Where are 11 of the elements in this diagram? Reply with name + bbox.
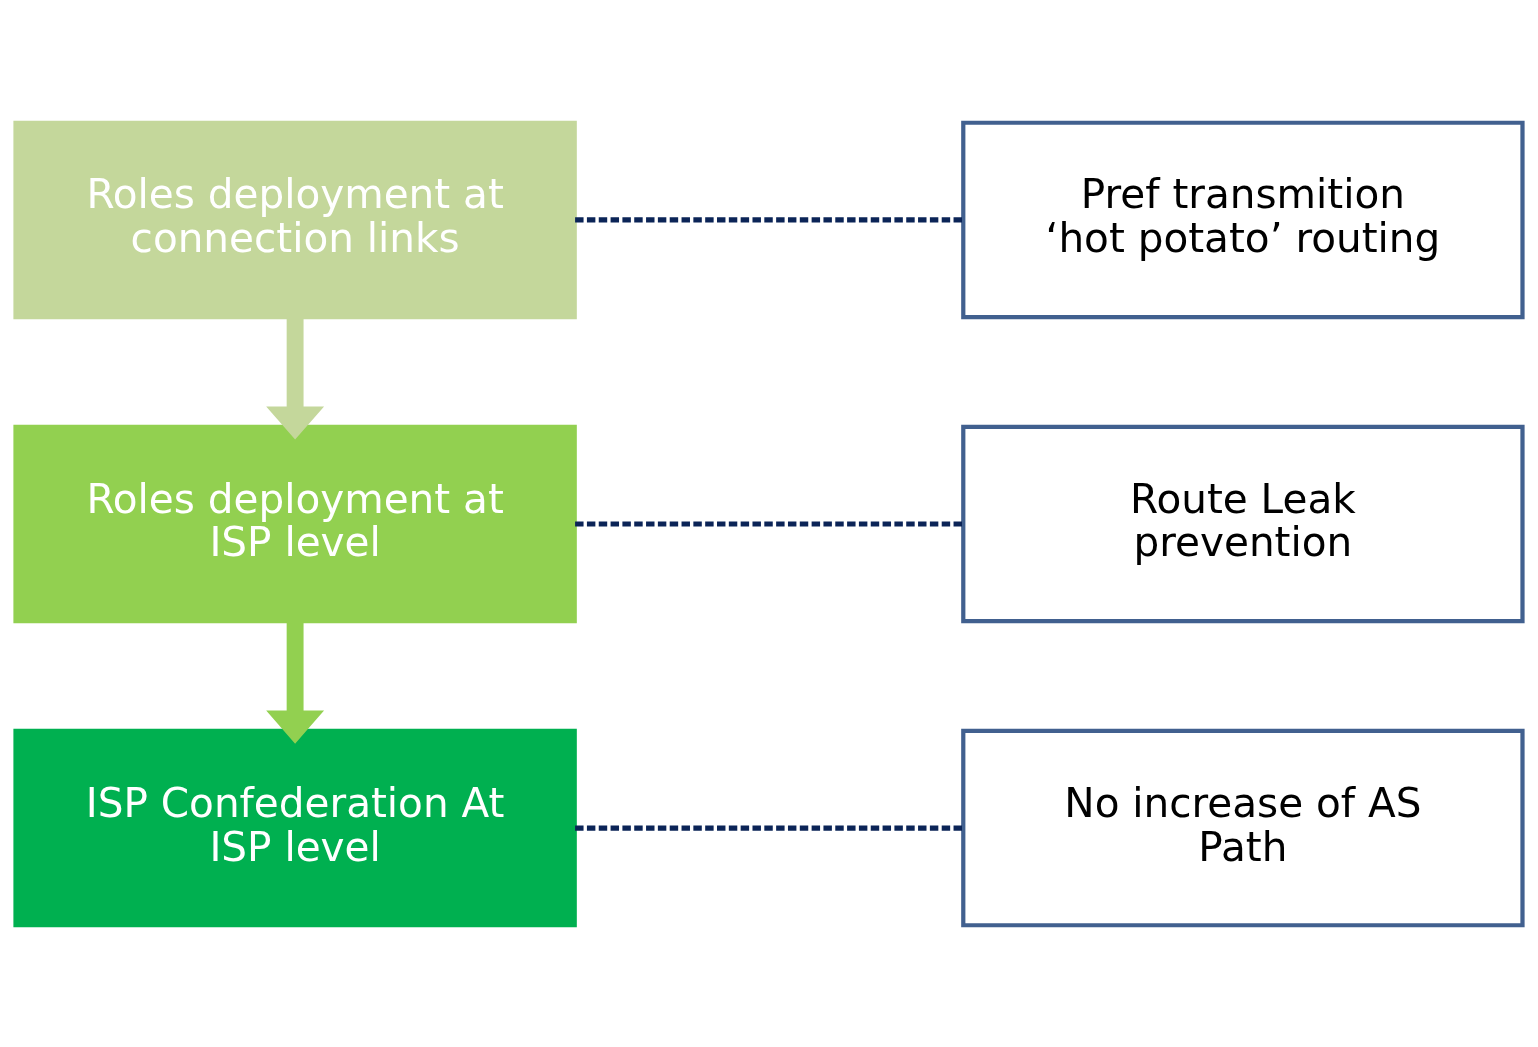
connector [575, 520, 964, 527]
connector [575, 216, 964, 222]
node-box: ISP Confederation At ISP level [13, 728, 577, 927]
node-box: Roles deployment at ISP level [13, 424, 577, 623]
node-box: No increase of AS Path [961, 728, 1525, 927]
node-box: Roles deployment at connection links [13, 120, 577, 319]
connector [575, 825, 964, 831]
arrow [266, 621, 325, 744]
arrow [266, 317, 325, 440]
node-box: Pref transmition ‘hot potato’ routing [961, 120, 1525, 319]
node-box: Route Leak prevention [961, 424, 1525, 623]
